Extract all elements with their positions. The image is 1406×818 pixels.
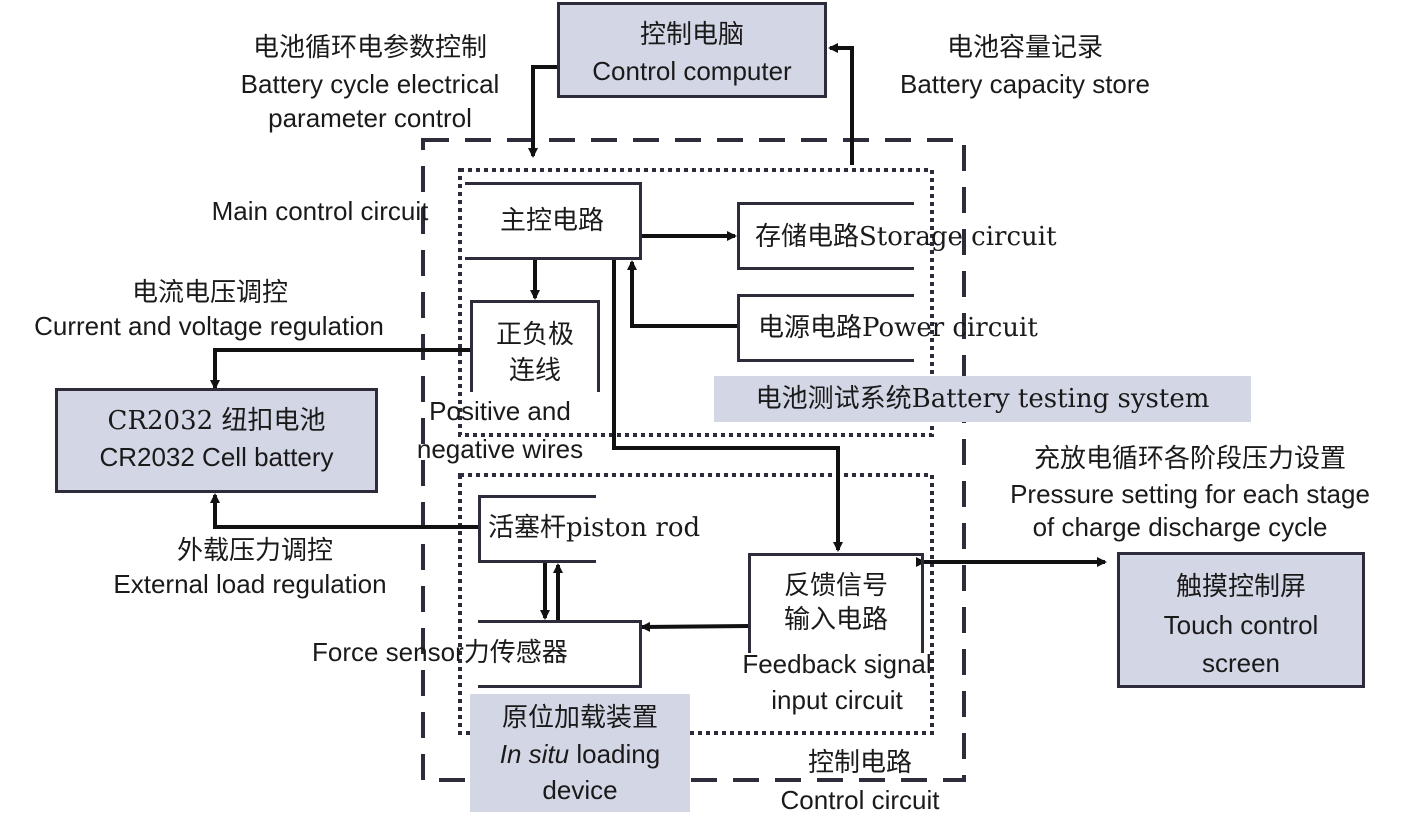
battery-en: CR2032 Cell battery — [99, 442, 334, 472]
arrow-wires-to-battery — [210, 348, 470, 390]
piston-block — [478, 495, 596, 563]
feedback-block: 反馈信号 输入电路 — [748, 553, 924, 653]
pressure-setting-en2: of charge discharge cycle — [1032, 512, 1328, 542]
capacity-cn: 电池容量记录 — [946, 33, 1103, 63]
arrow-power-to-main — [627, 260, 737, 328]
touch-screen-en1: Touch control — [1163, 610, 1319, 640]
cv-regulation-cn: 电流电压调控 — [131, 278, 288, 308]
force-sensor-block — [478, 620, 642, 688]
force-sensor-cn: 力传感器 — [463, 638, 568, 668]
force-sensor-label: Force sensor力传感器 — [312, 634, 568, 671]
control-computer-box: 控制电脑 Control computer — [557, 2, 827, 98]
power-block — [737, 294, 914, 362]
capacity-en: Battery capacity store — [900, 69, 1150, 99]
wires-cn1: 正负极 — [495, 320, 574, 350]
loading-device-boundary — [458, 473, 934, 735]
battery-box: CR2032 纽扣电池 CR2032 Cell battery — [55, 388, 378, 493]
wires-cn2: 连线 — [508, 356, 561, 386]
ext-load-en: External load regulation — [113, 569, 387, 599]
loading-device-en2: device — [542, 775, 618, 805]
wires-block: 正负极 连线 — [470, 300, 600, 392]
feedback-cn1: 反馈信号 — [783, 571, 888, 601]
loading-device-cn: 原位加载装置 — [501, 703, 658, 733]
battery-cn: CR2032 纽扣电池 — [107, 406, 326, 436]
storage-label: 存储电路Storage circuit — [755, 222, 1057, 252]
wires-en1: Positive and — [429, 396, 571, 426]
storage-block — [737, 202, 914, 270]
control-computer-en: Control computer — [592, 56, 792, 86]
feedback-en2: input circuit — [771, 685, 903, 715]
touch-screen-en2: screen — [1201, 648, 1281, 678]
battery-param-cn: 电池循环电参数控制 — [252, 33, 487, 63]
cv-regulation-en: Current and voltage regulation — [34, 311, 384, 341]
main-control-en: Main control circuit — [211, 196, 429, 226]
main-control-cn: 主控电路 — [499, 206, 604, 236]
arrow-computer-to-main — [528, 65, 557, 158]
main-control-block: 主控电路 — [465, 182, 642, 260]
battery-param-en2: parameter control — [268, 103, 472, 133]
pressure-setting-cn: 充放电循环各阶段压力设置 — [1033, 444, 1346, 474]
wires-en2: negative wires — [416, 434, 584, 464]
battery-testing-system-label: 电池测试系统Battery testing system — [755, 384, 1210, 414]
arrow-feedback-to-force — [640, 621, 751, 632]
arrow-main-to-feedback — [612, 258, 843, 552]
feedback-en1: Feedback signal — [742, 649, 932, 679]
control-circuit-boundary — [421, 138, 966, 782]
piston-label: 活塞杆piston rod — [488, 513, 701, 543]
power-label: 电源电路Power circuit — [758, 313, 1038, 343]
loading-device-en1: In situ loading — [470, 736, 690, 772]
battery-testing-system-boundary — [458, 168, 934, 437]
control-computer-cn: 控制电脑 — [639, 20, 744, 50]
feedback-cn2: 输入电路 — [783, 605, 888, 635]
pressure-setting-en1: Pressure setting for each stage — [1010, 479, 1370, 509]
touch-screen-cn: 触摸控制屏 — [1175, 572, 1306, 602]
battery-param-en1: Battery cycle electrical — [240, 69, 500, 99]
touch-screen-box: 触摸控制屏 Touch control screen — [1117, 552, 1365, 688]
force-sensor-en: Force sensor — [312, 637, 464, 667]
ext-load-cn: 外载压力调控 — [176, 536, 333, 566]
arrow-piston-to-battery — [210, 493, 478, 529]
loading-device-rest: loading — [569, 739, 661, 769]
battery-testing-system-tag: 电池测试系统Battery testing system — [714, 376, 1251, 422]
control-circuit-en: Control circuit — [780, 785, 940, 815]
loading-device-italic: In situ — [499, 739, 570, 769]
control-circuit-cn: 控制电路 — [807, 748, 912, 778]
arrow-capacity-to-computer — [828, 43, 854, 165]
loading-device-tag: 原位加载装置 In situ loading device — [470, 694, 690, 812]
